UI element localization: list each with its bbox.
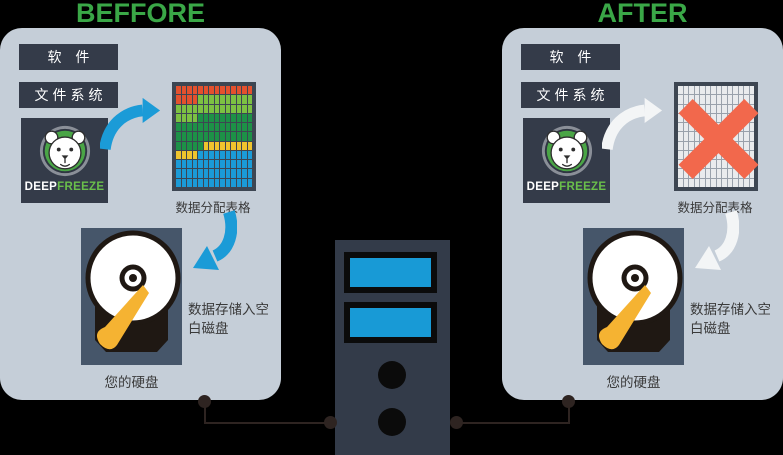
deepfreeze-logo: DEEPFREEZE <box>21 118 108 203</box>
allocation-grid-before <box>172 82 256 191</box>
deepfreeze-logo: DEEPFREEZE <box>523 118 610 203</box>
before-title: BEFFORE <box>75 0 205 28</box>
connector-line-right-vertical <box>568 402 570 424</box>
drive-bay-bottom <box>344 302 437 343</box>
software-box: 软 件 <box>19 44 118 70</box>
filesystem-box: 文件系统 <box>521 82 620 108</box>
filesystem-box: 文件系统 <box>19 82 118 108</box>
logo-wordmark: DEEPFREEZE <box>24 181 105 193</box>
disk-caption: 您的硬盘 <box>606 375 661 390</box>
after-panel: 软 件 文件系统 DEEPFREEZE 数据分配表格 <box>502 28 783 400</box>
software-box: 软 件 <box>521 44 620 70</box>
harddisk-icon <box>587 230 683 352</box>
harddisk-icon <box>85 230 181 352</box>
curved-arrow-right-icon <box>100 97 161 151</box>
curved-arrow-right-icon <box>602 97 663 151</box>
power-button-top <box>378 361 406 389</box>
allocation-grid-after <box>674 82 758 191</box>
computer-tower <box>335 240 450 455</box>
connector-dot-left-panel <box>198 395 211 408</box>
connector-line-right-horizontal <box>457 422 570 424</box>
connector-dot-left-tower <box>324 416 337 429</box>
polar-bear-icon <box>39 125 90 177</box>
connector-line-left-vertical <box>204 402 206 424</box>
harddisk-illustration <box>81 228 182 365</box>
connector-dot-right-panel <box>562 395 575 408</box>
curved-arrow-down-icon <box>193 210 237 270</box>
drive-bay-top <box>344 252 437 293</box>
store-caption: 数据存储入空 白磁盘 <box>188 302 269 336</box>
logo-wordmark: DEEPFREEZE <box>526 181 607 193</box>
after-title: AFTER <box>597 0 688 28</box>
disk-caption: 您的硬盘 <box>104 375 159 390</box>
store-caption: 数据存储入空 白磁盘 <box>690 302 771 336</box>
harddisk-illustration <box>583 228 684 365</box>
power-button-bottom <box>378 408 406 436</box>
connector-line-left-horizontal <box>204 422 331 424</box>
polar-bear-icon <box>541 125 592 177</box>
connector-dot-right-tower <box>450 416 463 429</box>
before-panel: 软 件 文件系统 DEEPFREEZE 数据分配表格 <box>0 28 281 400</box>
curved-arrow-down-icon <box>695 210 739 270</box>
